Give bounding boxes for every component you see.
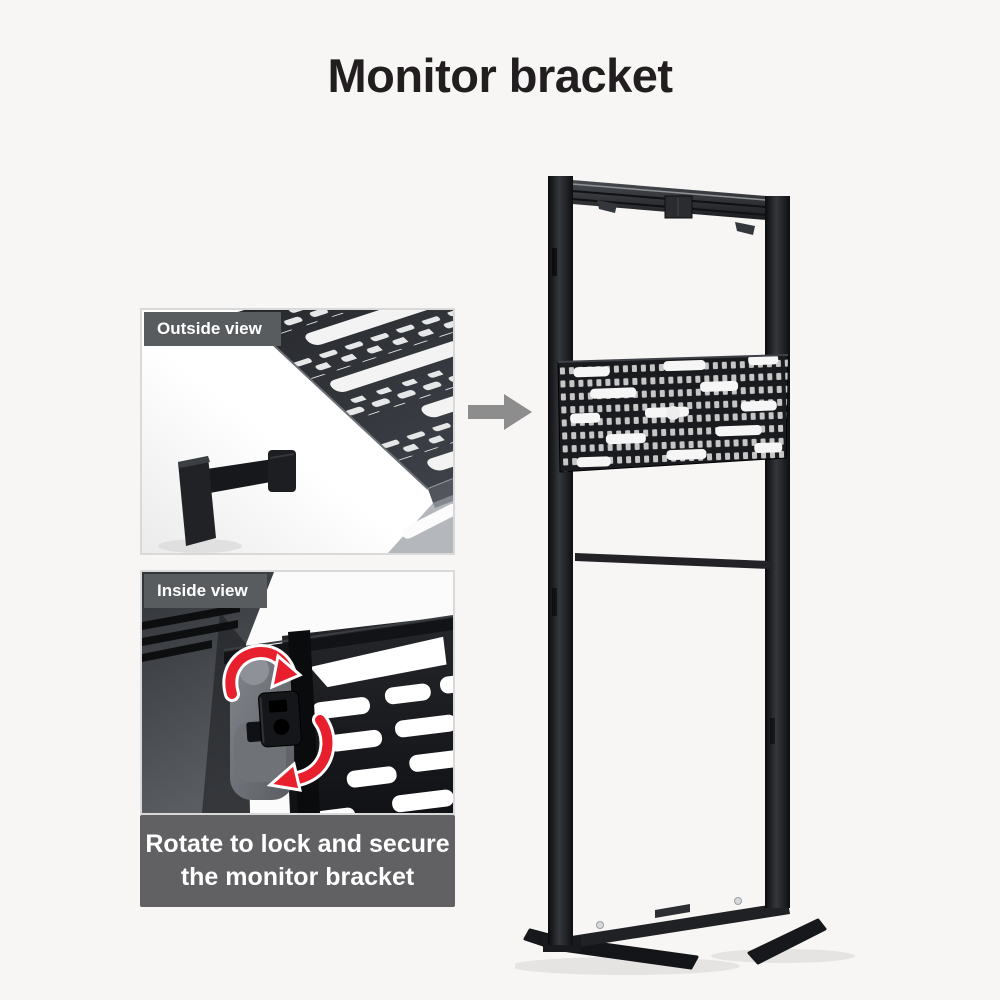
inside-view-panel: Inside view <box>140 570 455 815</box>
outside-view-panel: Outside view <box>140 308 455 555</box>
lower-gray-plate <box>388 495 453 553</box>
inside-view-photo <box>142 572 453 813</box>
inside-view-label: Inside view <box>144 574 267 608</box>
caption-line-2: the monitor bracket <box>180 863 415 891</box>
outside-view-label: Outside view <box>144 312 281 346</box>
t-bracket-piece <box>158 450 296 553</box>
stand-base <box>523 897 827 970</box>
crossbar <box>575 553 770 569</box>
right-upright <box>765 196 790 908</box>
rotate-clockwise-arrow <box>222 643 303 702</box>
page-title: Monitor bracket <box>327 49 673 102</box>
left-clip <box>597 200 617 213</box>
right-clip <box>735 222 755 235</box>
caption-line-1: Rotate to lock and secure <box>145 830 450 858</box>
caption-box: Rotate to lock and secure the monitor br… <box>140 815 455 907</box>
floor-shadow-right <box>711 949 855 963</box>
outside-view-photo <box>142 310 453 553</box>
locking-tab <box>246 690 302 748</box>
stand-frame <box>547 176 791 945</box>
stand-photo <box>515 176 855 975</box>
right-arrow-icon <box>468 394 532 430</box>
left-upright <box>548 176 573 945</box>
rotate-counterclockwise-arrow <box>266 712 336 792</box>
bracket-plate <box>237 310 453 503</box>
vesa-plate <box>557 354 789 473</box>
